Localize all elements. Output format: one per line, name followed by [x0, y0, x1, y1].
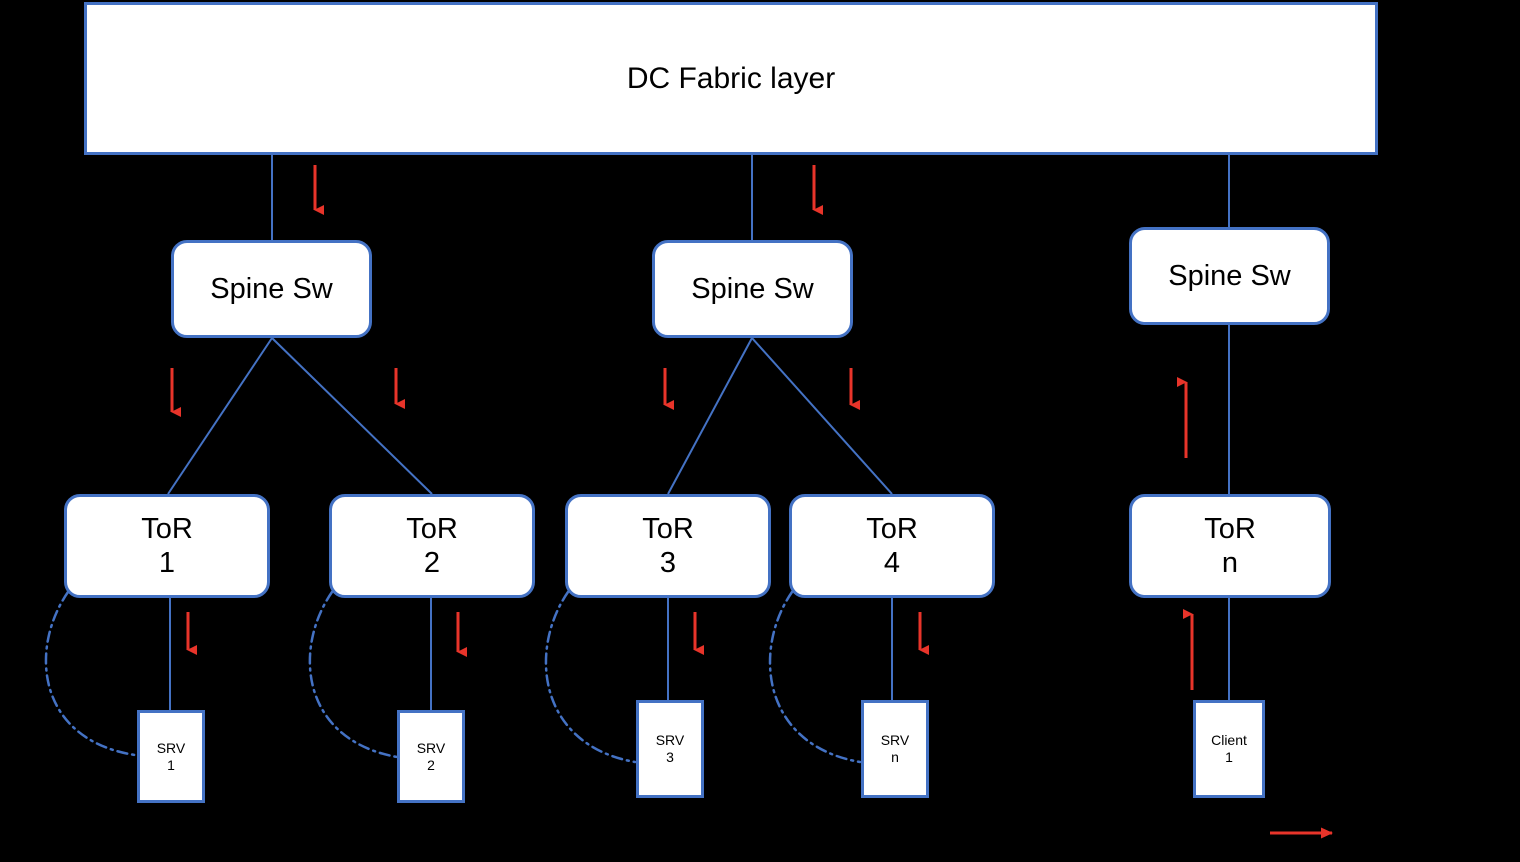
spine-switch-2-label: Spine Sw — [691, 272, 814, 305]
server-n-label: SRV — [880, 732, 910, 749]
server-1-label: SRV — [156, 739, 186, 756]
spine-switch-n[interactable]: Spine Sw — [1129, 227, 1330, 325]
server-n-index: n — [891, 749, 899, 765]
server-n[interactable]: SRV n — [861, 700, 929, 798]
spine-switch-1-label: Spine Sw — [210, 272, 333, 305]
server-3[interactable]: SRV 3 — [636, 700, 704, 798]
spine-switch-2[interactable]: Spine Sw — [652, 240, 853, 338]
tor-switch-1-label: ToR — [141, 512, 193, 545]
tor-switch-2-index: 2 — [423, 547, 441, 579]
tor-switch-2[interactable]: ToR 2 — [329, 494, 535, 598]
fabric-to-spine-links — [271, 155, 1230, 240]
tor-switch-3[interactable]: ToR 3 — [565, 494, 771, 598]
server-1[interactable]: SRV 1 — [137, 710, 205, 803]
server-2-label: SRV — [416, 739, 446, 756]
dc-fabric-layer-box[interactable]: DC Fabric layer — [84, 2, 1378, 155]
server-3-label: SRV — [655, 732, 685, 749]
server-2[interactable]: SRV 2 — [397, 710, 465, 803]
tor-switch-1[interactable]: ToR 1 — [64, 494, 270, 598]
server-3-index: 3 — [666, 749, 674, 765]
client-1-index: 1 — [1225, 749, 1233, 765]
tor-to-endpoint-links — [169, 598, 1230, 710]
dc-fabric-layer-label: DC Fabric layer — [626, 61, 836, 95]
spine-switch-1[interactable]: Spine Sw — [171, 240, 372, 338]
tor-switch-n-index: n — [1221, 547, 1239, 579]
tor-switch-n[interactable]: ToR n — [1129, 494, 1331, 598]
tor-switch-4-label: ToR — [866, 512, 918, 545]
client-1[interactable]: Client 1 — [1193, 700, 1265, 798]
tor-switch-2-label: ToR — [406, 512, 458, 545]
client-1-label: Client — [1211, 732, 1247, 749]
tor-switch-1-index: 1 — [158, 547, 176, 579]
spine-switch-n-label: Spine Sw — [1168, 259, 1291, 292]
server-2-index: 2 — [427, 756, 435, 773]
tor-switch-4-index: 4 — [883, 547, 901, 579]
tor-switch-3-index: 3 — [659, 547, 677, 579]
tor-switch-3-label: ToR — [642, 512, 694, 545]
tor-switch-n-label: ToR — [1204, 512, 1256, 545]
tor-switch-4[interactable]: ToR 4 — [789, 494, 995, 598]
spine-to-tor-links — [167, 325, 1230, 495]
server-1-index: 1 — [167, 756, 175, 773]
